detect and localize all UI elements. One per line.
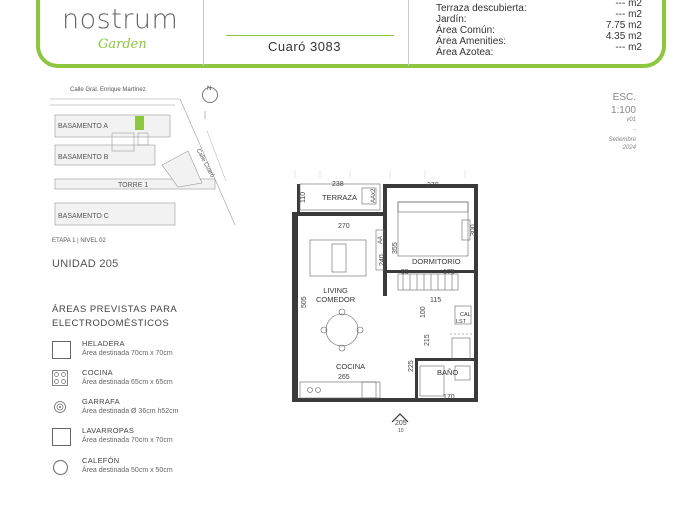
- legend-name: COCINA: [82, 368, 113, 377]
- area-value: 4.35 m2: [605, 31, 642, 42]
- brand-logo: nostrum: [62, 4, 179, 35]
- scale-date-month: Setiembre: [608, 137, 636, 143]
- site-key-plan: [50, 98, 236, 226]
- dim-225: 225: [408, 360, 415, 372]
- area-value: 7.75 m2: [605, 20, 642, 31]
- appliances-title-line2: ELECTRODOMÉSTICOS: [52, 318, 170, 329]
- block-label-c: BASAMENTO C: [58, 213, 109, 220]
- stove-icon: [52, 370, 68, 386]
- legend-name: HELADERA: [82, 339, 125, 348]
- block-label-b: BASAMENTO B: [58, 154, 109, 161]
- room-label-living-line1: LIVING: [323, 286, 348, 295]
- area-label: Área Azotea:: [436, 47, 494, 58]
- room-label-cal: CAL: [460, 312, 471, 318]
- room-label-cocina: COCINA: [336, 362, 366, 371]
- legend-desc: Área destinada Ø 36cm h52cm: [82, 408, 179, 415]
- unit-tag: 205: [395, 420, 407, 427]
- circle-icon: [53, 460, 68, 475]
- dim-dorm-w: 270: [427, 182, 439, 189]
- area-label: Área Común:: [436, 25, 495, 36]
- scale-date-year: 2024: [622, 145, 636, 151]
- north-arrow-icon: [202, 87, 218, 103]
- dim-dorm-hl: 355: [392, 242, 399, 254]
- legend-desc: Área destinada 70cm x 70cm: [82, 350, 173, 357]
- dim-bano-w: 170: [443, 394, 455, 401]
- scale-version: v01: [626, 117, 636, 123]
- area-value: --- m2: [615, 0, 642, 9]
- north-label: N: [207, 86, 212, 92]
- street-top-label: Calle Gral. Enrique Martínez: [70, 87, 146, 93]
- floor-plan: [292, 170, 478, 423]
- header-frame: [36, 0, 666, 68]
- dim-dorm-h: 300: [470, 224, 477, 236]
- room-label-dormitorio: DORMITORIO: [412, 257, 461, 266]
- area-row: Área Común: 7.75 m2: [436, 20, 642, 36]
- area-label: Área Amenities:: [436, 36, 507, 47]
- north-arrow: N: [202, 86, 218, 103]
- block-label-a: BASAMENTO A: [58, 123, 109, 130]
- area-row: Terraza descubierta: --- m2: [436, 0, 642, 14]
- dim-215: 215: [424, 334, 431, 346]
- area-label: Jardín:: [436, 14, 467, 25]
- appliances-title-line1: ÁREAS PREVISTAS PARA: [52, 304, 178, 315]
- scale-dash: -: [634, 127, 636, 133]
- area-row: Área Azotea: --- m2: [436, 42, 642, 58]
- block-label-torre: TORRE 1: [118, 182, 149, 189]
- stage-label: ETAPA 1 | NIVEL 02: [52, 238, 106, 244]
- legend-desc: Área destinada 65cm x 65cm: [82, 379, 173, 386]
- scale-label: ESC.: [612, 92, 636, 103]
- legend-name: LAVARROPAS: [82, 426, 135, 435]
- unit-tag-sub: 10: [398, 428, 404, 434]
- area-value: --- m2: [615, 42, 642, 53]
- area-value: --- m2: [615, 9, 642, 20]
- dim-aa: AAx2: [371, 188, 377, 203]
- area-row: Jardín: --- m2: [436, 9, 642, 25]
- dim-living-w: 270: [338, 223, 350, 230]
- brand-logo-sub: Garden: [98, 37, 147, 52]
- legend-desc: Área destinada 70cm x 70cm: [82, 437, 173, 444]
- dim-aa2: AA: [378, 235, 384, 244]
- scale-ratio: 1:100: [610, 105, 636, 116]
- room-label-terraza: TERRAZA: [322, 193, 358, 202]
- room-label-living-line2: COMEDOR: [316, 295, 356, 304]
- dim-175: 175: [443, 269, 455, 276]
- area-row: Área Amenities: 4.35 m2: [436, 31, 642, 47]
- unit-highlight: [135, 116, 144, 130]
- legend-desc: Área destinada 50cm x 50cm: [82, 467, 173, 474]
- square-icon: [52, 341, 71, 359]
- unit-title: UNIDAD 205: [52, 258, 119, 270]
- room-label-lst: LST: [456, 319, 467, 325]
- dim-living-h: 505: [301, 296, 308, 308]
- appliances-title: ÁREAS PREVISTAS PARA ELECTRODOMÉSTICOS: [52, 303, 177, 331]
- square-icon: [52, 428, 71, 446]
- header-divider-right: [408, 0, 409, 66]
- legend-name: CALEFÓN: [82, 456, 120, 465]
- dim-95: 95: [401, 269, 409, 276]
- gas-cylinder-icon: [54, 401, 66, 413]
- address: Cuaró 3083: [268, 39, 341, 54]
- area-label: Terraza descubierta:: [436, 3, 527, 14]
- legend-name: GARRAFA: [82, 397, 120, 406]
- address-rule: [226, 35, 394, 36]
- header-divider-left: [203, 0, 204, 66]
- dim-terraza-h: 110: [300, 191, 307, 203]
- room-label-living: LIVING COMEDOR: [316, 286, 355, 304]
- area-table: Terraza descubierta: --- m2 Jardín: --- …: [436, 0, 642, 58]
- dim-cocina-w: 265: [338, 374, 350, 381]
- room-label-bano: BAÑO: [437, 368, 459, 377]
- dim-terraza-w: 238: [332, 181, 344, 188]
- dim-240: 240: [379, 254, 386, 266]
- dim-115: 115: [430, 297, 442, 304]
- dim-100: 100: [420, 306, 427, 318]
